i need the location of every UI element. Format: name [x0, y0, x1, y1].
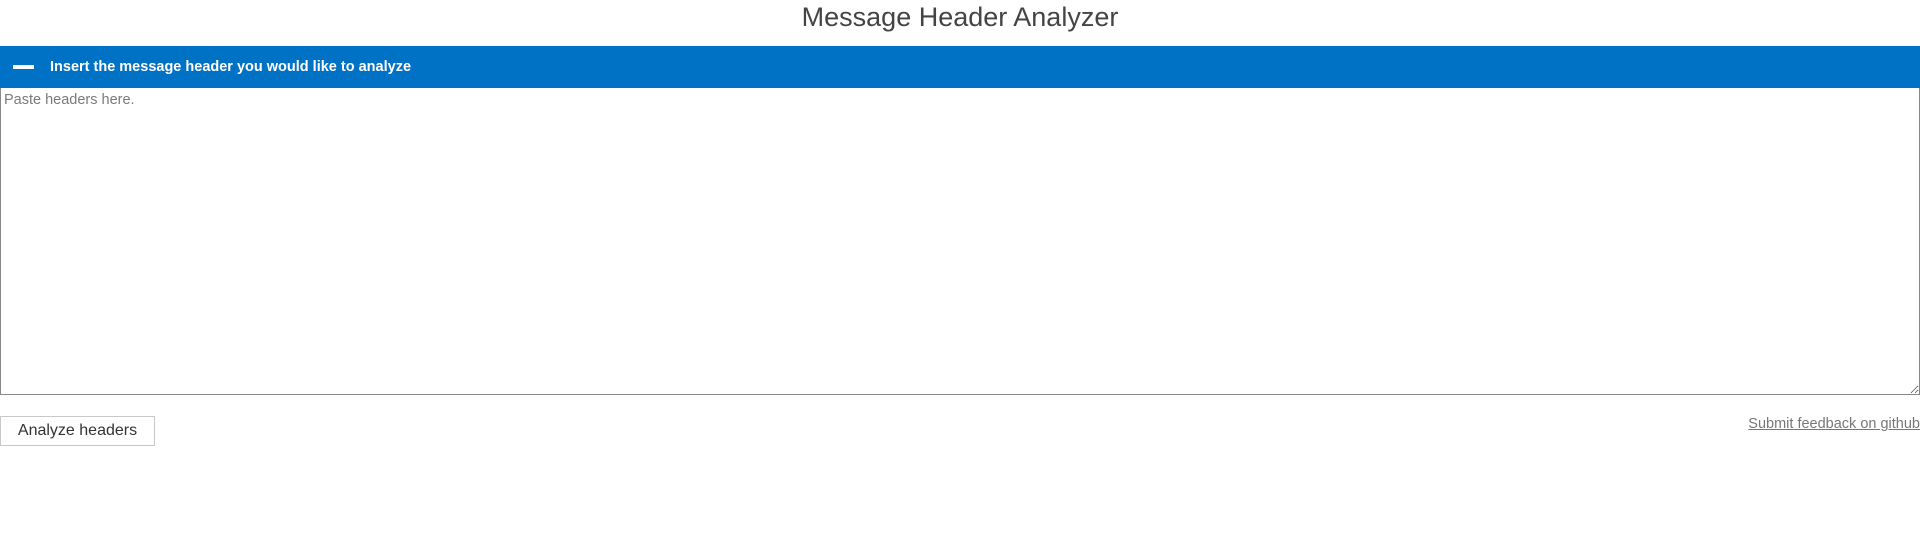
page-title: Message Header Analyzer: [801, 2, 1119, 32]
analyze-headers-button[interactable]: Analyze headers: [0, 416, 155, 446]
section-label: Insert the message header you would like…: [50, 59, 412, 75]
minus-icon[interactable]: [13, 65, 34, 69]
headers-input[interactable]: [0, 88, 1920, 395]
input-section-header[interactable]: Insert the message header you would like…: [0, 46, 1920, 88]
feedback-link[interactable]: Submit feedback on github: [1748, 416, 1920, 432]
